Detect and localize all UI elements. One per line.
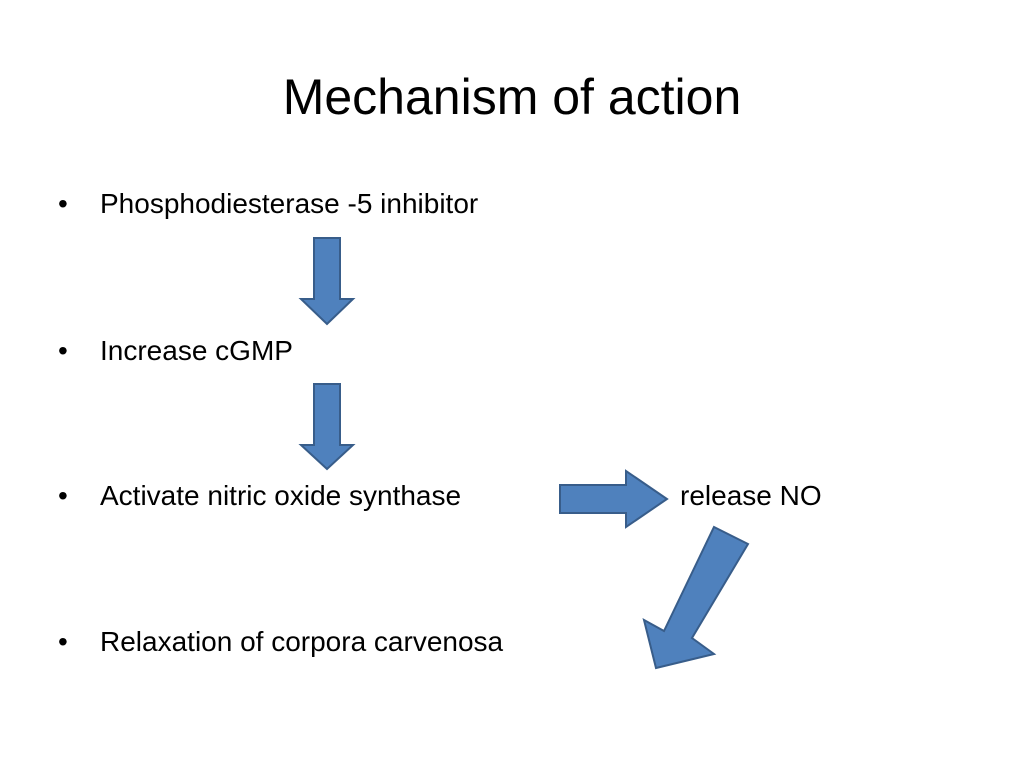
bullet-item-increase-cgmp: • Increase cGMP xyxy=(58,333,293,369)
diagonal-down-left-arrow-icon xyxy=(642,525,750,670)
bullet-marker: • xyxy=(58,480,68,511)
bullet-item-activate-nos: • Activate nitric oxide synthase xyxy=(58,478,461,514)
bullet-text: Relaxation of corpora carvenosa xyxy=(100,626,504,657)
release-no-label: release NO xyxy=(680,480,822,511)
down-arrow-icon xyxy=(298,383,356,471)
bullet-marker: • xyxy=(58,626,68,657)
bullet-item-pde5-inhibitor: • Phosphodiesterase -5 inhibitor xyxy=(58,186,478,222)
bullet-text: Phosphodiesterase -5 inhibitor xyxy=(100,188,479,219)
slide-title: Mechanism of action xyxy=(282,69,742,125)
bullet-text: Activate nitric oxide synthase xyxy=(100,480,462,511)
bullet-item-relaxation: • Relaxation of corpora carvenosa xyxy=(58,624,503,660)
down-arrow-icon xyxy=(298,237,356,326)
bullet-marker: • xyxy=(58,335,68,366)
bullet-marker: • xyxy=(58,188,68,219)
bullet-text: Increase cGMP xyxy=(100,335,293,366)
right-arrow-icon xyxy=(559,469,669,529)
